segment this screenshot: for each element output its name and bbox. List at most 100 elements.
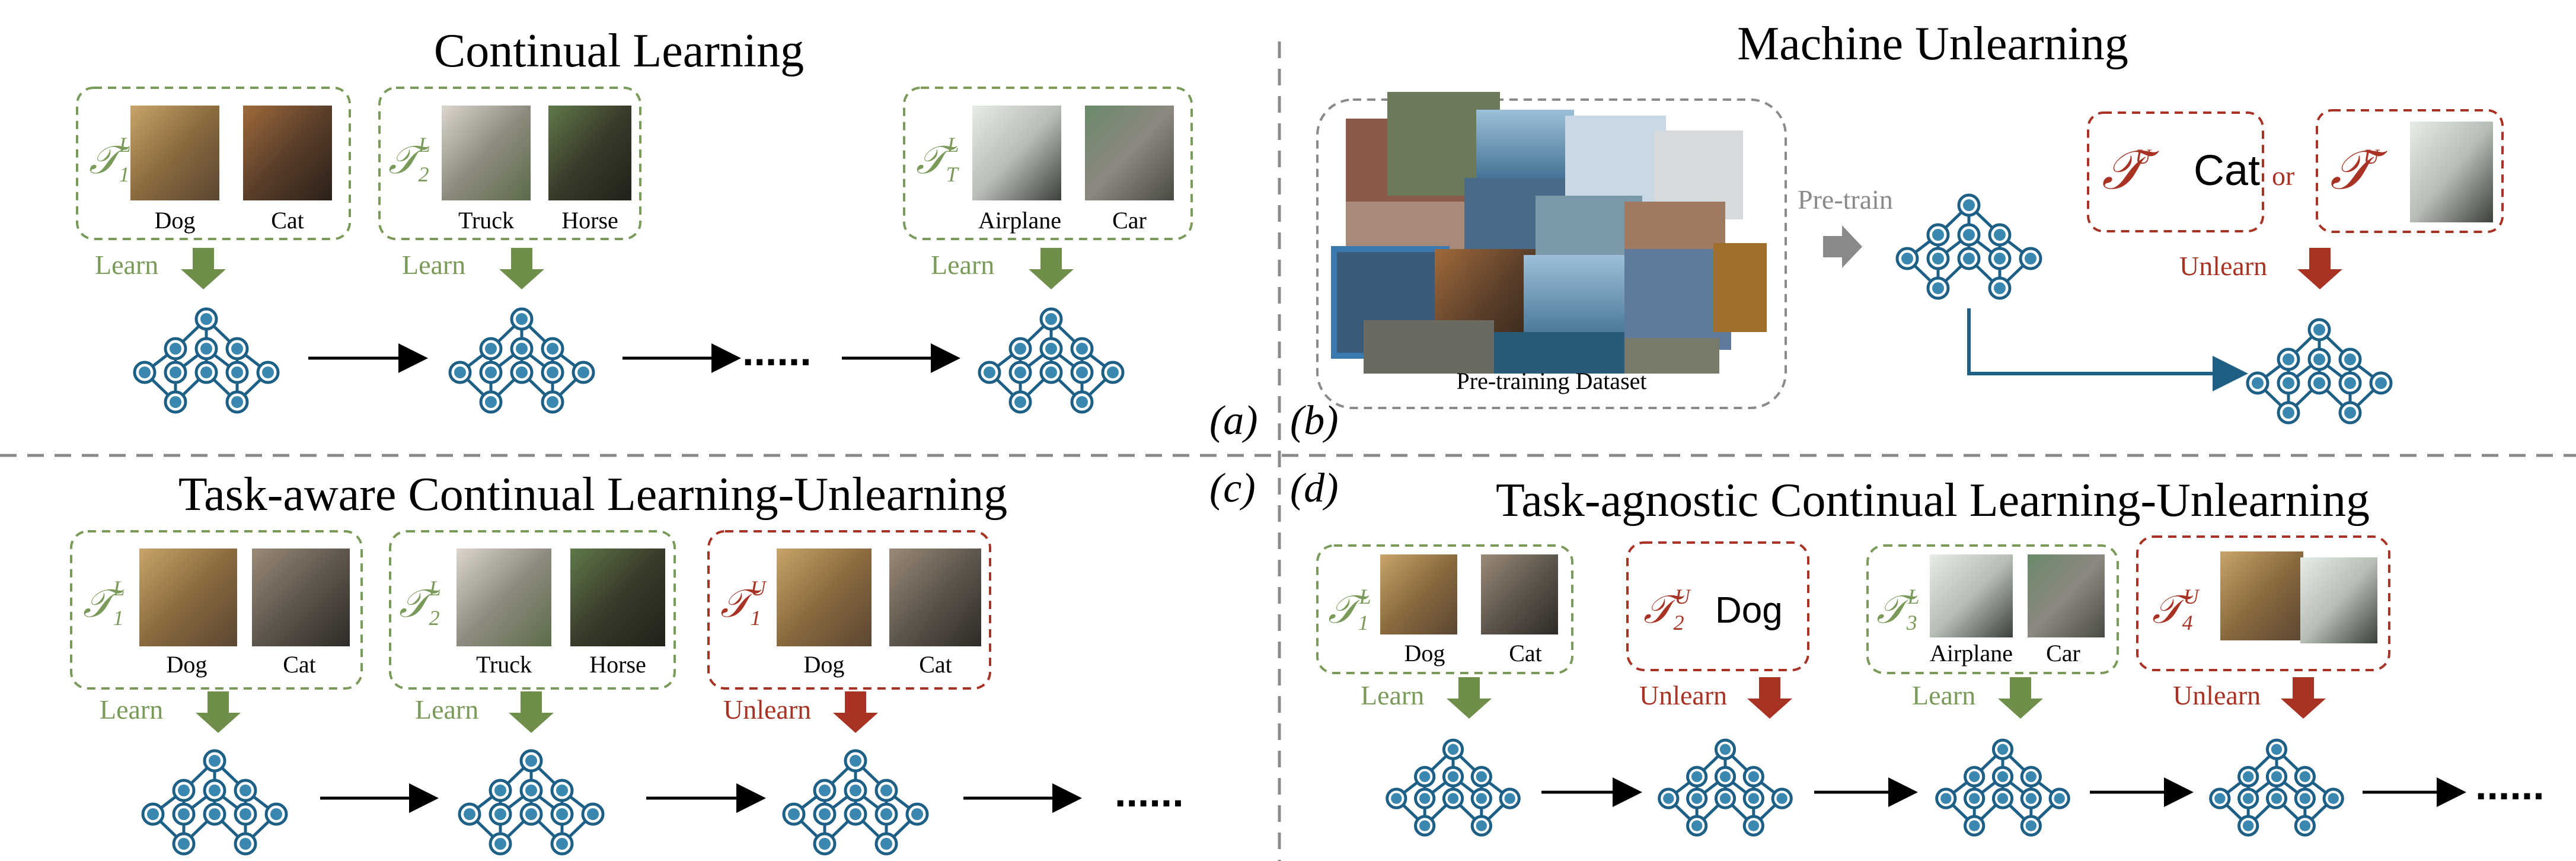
learn-arrow xyxy=(499,248,544,289)
caption-horse: Horse xyxy=(589,651,646,678)
network-node-core xyxy=(1691,771,1703,782)
network-node-core xyxy=(2271,771,2283,782)
ellipsis: ...... xyxy=(742,328,812,374)
network-node-core xyxy=(2313,353,2325,365)
network-node-core xyxy=(547,366,558,378)
panel-label-c: (c) xyxy=(1209,465,1256,511)
network-node-core xyxy=(1504,793,1515,804)
network-node-core xyxy=(587,808,599,820)
network-node-core xyxy=(880,785,892,796)
network-node-core xyxy=(525,785,537,796)
task-box-c2: 𝒯2L Truck Horse xyxy=(389,530,676,690)
task-symbol: 𝒯2L xyxy=(399,576,441,630)
network-node-core xyxy=(788,808,800,820)
unlearn-label: Unlearn xyxy=(1639,680,1727,710)
task-box-d4-unlearn: 𝒯4U xyxy=(2136,535,2390,671)
image-dog xyxy=(2220,551,2303,640)
learn-arrow xyxy=(196,691,241,733)
image-horse xyxy=(570,549,665,646)
network-node-core xyxy=(200,343,212,355)
network-node-core xyxy=(1476,771,1487,782)
network-node-core xyxy=(1076,396,1088,408)
image-cat xyxy=(252,549,350,646)
task-box-a2: 𝒯2L Truck Horse xyxy=(378,87,641,240)
network-node-core xyxy=(209,808,221,820)
network-node-core xyxy=(231,366,243,378)
unlearn-word-dog: Dog xyxy=(1715,590,1783,631)
task-symbol: 𝒯U xyxy=(2330,140,2387,200)
task-symbol: 𝒯3L xyxy=(1876,585,1920,634)
network-node-core xyxy=(485,343,497,355)
image-cat xyxy=(243,106,332,200)
network-node-core xyxy=(464,808,475,820)
network-node-core xyxy=(1447,744,1459,755)
learn-label: Learn xyxy=(1361,680,1424,710)
image-car xyxy=(2028,554,2105,637)
network-node-core xyxy=(556,785,568,796)
network-node-core xyxy=(2283,353,2294,365)
network-node-core xyxy=(1901,253,1913,264)
network-node-core xyxy=(819,808,831,820)
task-box-a1: 𝒯1L Dog Cat xyxy=(76,87,351,240)
network-node-core xyxy=(170,366,181,378)
caption-truck: Truck xyxy=(476,651,532,678)
task-box-d2-unlearn: 𝒯2U Dog xyxy=(1626,541,1809,671)
network-node-core xyxy=(1663,793,1674,804)
image-airplane xyxy=(2410,122,2493,222)
network-node-core xyxy=(1476,793,1487,804)
network-node-core xyxy=(1997,744,2009,755)
network-node-core xyxy=(516,366,528,378)
network-node-core xyxy=(1997,793,2009,804)
network-node-core xyxy=(1748,820,1760,831)
network-node-core xyxy=(2271,744,2283,755)
network-node-core xyxy=(2242,820,2254,831)
network-node-core xyxy=(577,366,589,378)
network-node-core xyxy=(556,838,568,850)
unlearn-arrow xyxy=(2281,677,2326,719)
image-car xyxy=(1085,106,1174,200)
image-dog xyxy=(130,106,219,200)
network-node-core xyxy=(1748,793,1760,804)
network-node-core xyxy=(240,808,251,820)
network-node-core xyxy=(178,785,190,796)
unlearn-arrow xyxy=(1747,677,1792,719)
network-node-core xyxy=(547,343,558,355)
network-node-core xyxy=(1045,366,1057,378)
network-node-core xyxy=(494,808,506,820)
network-node-core xyxy=(2025,253,2036,264)
network-node-core xyxy=(819,785,831,796)
network-node-core xyxy=(547,396,558,408)
network-node-core xyxy=(2328,793,2339,804)
task-symbol: 𝒯4U xyxy=(2152,585,2200,634)
learn-label: Learn xyxy=(95,250,158,280)
image-airplane xyxy=(972,106,1061,200)
network-node-core xyxy=(178,838,190,850)
learn-arrow xyxy=(1029,248,1074,289)
caption-dog: Dog xyxy=(1404,640,1445,667)
task-box-d1: 𝒯1L Dog Cat xyxy=(1316,544,1573,674)
network-node-core xyxy=(1963,253,1975,264)
task-symbol: 𝒯U xyxy=(2102,140,2159,200)
learn-arrow xyxy=(1998,677,2043,719)
image-dog xyxy=(777,549,872,646)
title-task-aware: Task-aware Continual Learning-Unlearning xyxy=(178,468,1007,521)
image-truck xyxy=(457,549,551,646)
caption-car: Car xyxy=(2046,640,2080,667)
network-node-core xyxy=(1963,229,1975,241)
task-symbol: 𝒯2L xyxy=(388,133,430,186)
network-icon xyxy=(141,749,288,856)
network-node-core xyxy=(880,808,892,820)
network-icon xyxy=(782,749,929,856)
network-node-core xyxy=(1940,793,1952,804)
learn-label: Learn xyxy=(1912,680,1975,710)
unlearn-label: Unlearn xyxy=(2179,251,2267,281)
task-box-d3: 𝒯3L Airplane Car xyxy=(1866,544,2119,674)
network-node-core xyxy=(1994,253,2006,264)
network-node-core xyxy=(850,808,861,820)
task-box-c1: 𝒯1L Dog Cat xyxy=(70,530,363,690)
network-node-core xyxy=(2252,377,2264,389)
caption-dog: Dog xyxy=(155,207,196,234)
network-icon xyxy=(2209,738,2344,837)
network-node-core xyxy=(1447,771,1459,782)
panel-label-b: (b) xyxy=(1290,398,1339,444)
